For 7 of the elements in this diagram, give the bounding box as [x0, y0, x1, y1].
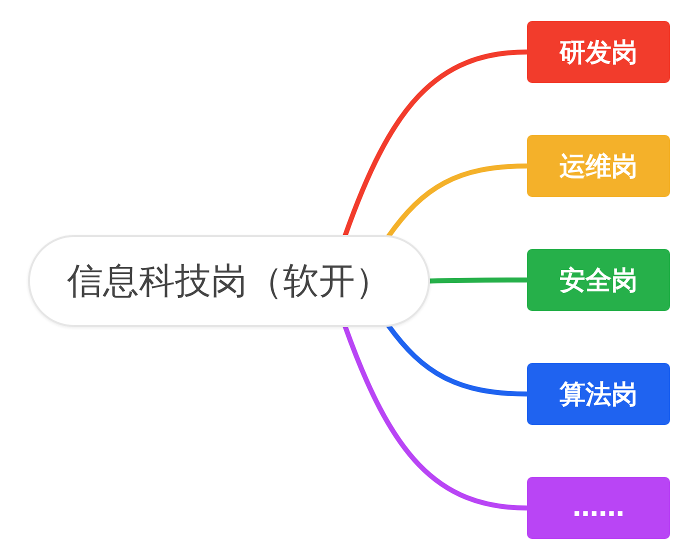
topic-pill: 信息科技岗（软开） [28, 235, 430, 327]
branch-box: 算法岗 [527, 363, 670, 425]
branch-box: 安全岗 [527, 249, 670, 311]
branch-box: 研发岗 [527, 21, 670, 83]
branch-box: …… [527, 477, 670, 539]
branch-line [428, 278, 530, 284]
branch-box: 运维岗 [527, 135, 670, 197]
